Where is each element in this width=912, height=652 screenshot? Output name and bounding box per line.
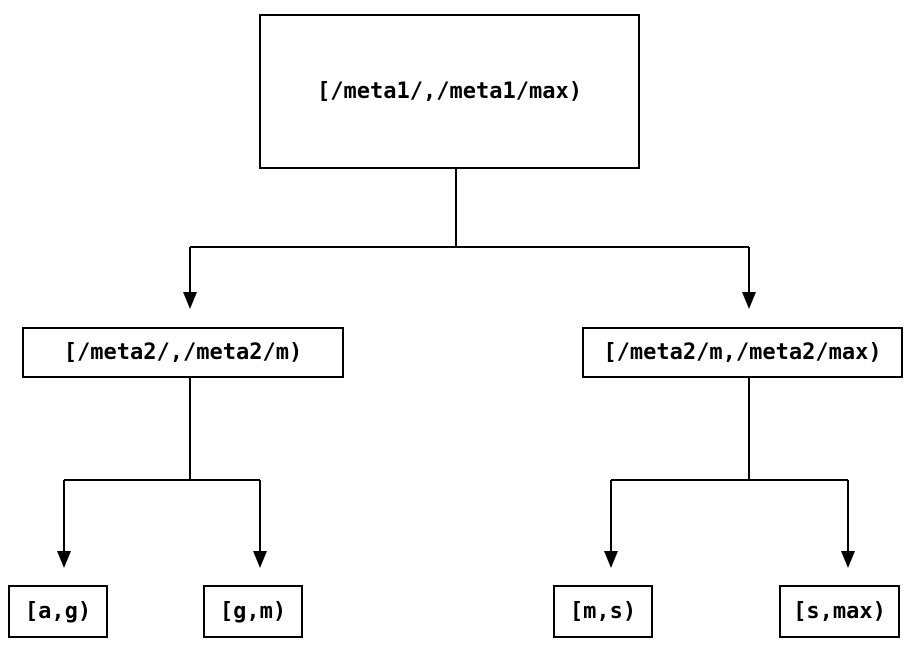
arrowhead-down-icon (57, 551, 71, 568)
node-meta2-left: [/meta2/,/meta2/m) (22, 327, 344, 378)
node-label: [/meta2/m,/meta2/max) (603, 340, 882, 365)
node-label: [s,max) (793, 599, 886, 624)
edge-left-subtree (57, 378, 267, 568)
arrowhead-down-icon (604, 551, 618, 568)
node-leaf-ms: [m,s) (553, 585, 653, 638)
node-label: [/meta2/,/meta2/m) (63, 340, 303, 365)
node-label: [m,s) (569, 599, 637, 624)
edge-root-to-level1 (183, 169, 756, 309)
node-label: [/meta1/,/meta1/max) (317, 79, 582, 104)
node-label: [a,g) (24, 599, 92, 624)
edge-right-subtree (604, 378, 855, 568)
node-meta2-right: [/meta2/m,/meta2/max) (582, 327, 903, 378)
arrowhead-down-icon (742, 292, 756, 309)
node-leaf-gm: [g,m) (203, 585, 303, 638)
arrowhead-down-icon (183, 292, 197, 309)
arrowhead-down-icon (253, 551, 267, 568)
node-root: [/meta1/,/meta1/max) (259, 14, 640, 169)
arrowhead-down-icon (841, 551, 855, 568)
node-label: [g,m) (219, 599, 287, 624)
node-leaf-smax: [s,max) (779, 585, 900, 638)
node-leaf-ag: [a,g) (8, 585, 108, 638)
